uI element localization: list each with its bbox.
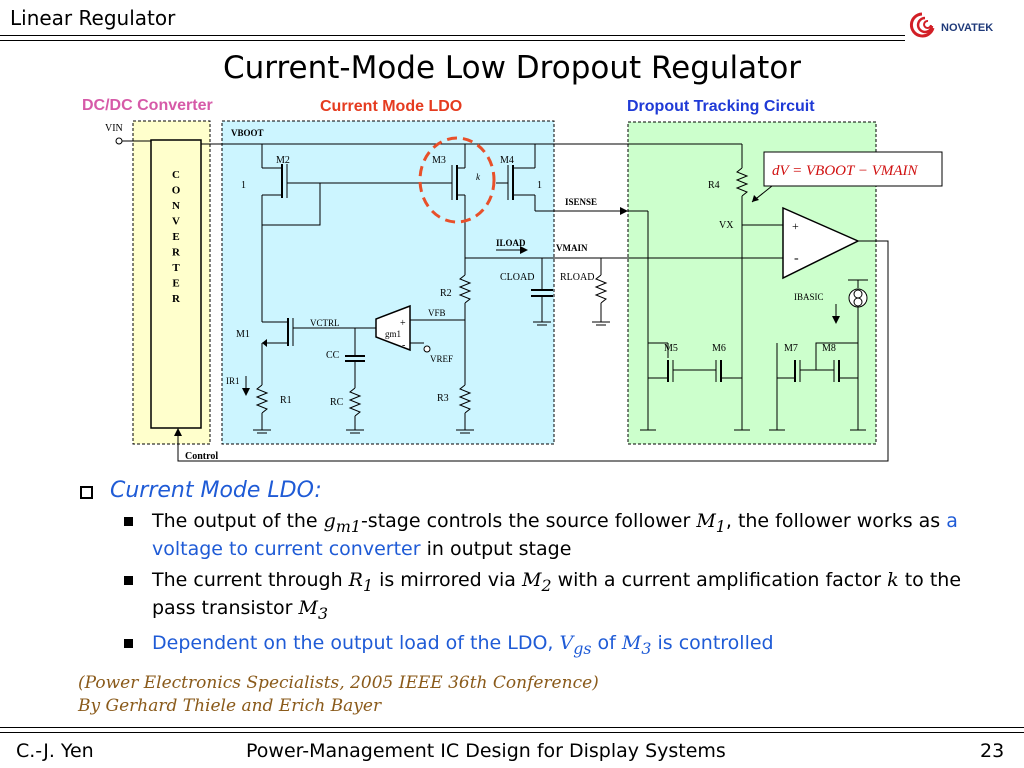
- converter-letter: V: [172, 216, 180, 228]
- bullet-icon: [124, 639, 133, 649]
- svg-text:+: +: [792, 219, 799, 233]
- m6-label: M6: [712, 343, 726, 354]
- vx-label: VX: [719, 220, 734, 231]
- m3-label: M3: [432, 155, 446, 166]
- gm1-amplifier: [375, 304, 411, 352]
- bullet-list: Current Mode LDO: The output of the gm1-…: [74, 478, 974, 668]
- block-title-dropout: Dropout Tracking Circuit: [627, 98, 815, 115]
- m2-label: M2: [276, 155, 290, 166]
- m1-label: M1: [236, 329, 250, 340]
- r3-label: R3: [437, 393, 449, 404]
- vref-label: VREF: [430, 354, 453, 364]
- svg-text:-: -: [794, 251, 799, 266]
- converter-letter: R: [172, 247, 181, 259]
- slide-title: Current-Mode Low Dropout Regulator: [222, 50, 802, 86]
- vmain-label: VMAIN: [556, 243, 588, 253]
- m7-label: M7: [784, 343, 798, 354]
- comparator: [782, 206, 860, 280]
- bullet-icon: [124, 575, 133, 585]
- block-title-ldo: Current Mode LDO: [320, 98, 462, 115]
- converter-letter: E: [172, 278, 179, 290]
- r2-label: R2: [440, 288, 452, 299]
- isense-label: ISENSE: [565, 197, 597, 207]
- m8-label: M8: [822, 343, 836, 354]
- logo-swirl-icon: [909, 12, 935, 38]
- bullet-heading: Current Mode LDO:: [74, 478, 974, 510]
- ir1-label: IR1: [226, 376, 240, 386]
- vboot-label: VBOOT: [231, 128, 264, 138]
- control-label: Control: [185, 451, 218, 462]
- svg-text:-: -: [402, 340, 405, 351]
- converter-letter: N: [172, 200, 180, 212]
- bullet-icon: [124, 517, 133, 526]
- rc-label: RC: [330, 397, 344, 408]
- m4-label: M4: [500, 155, 514, 166]
- cload-label: CLOAD: [500, 272, 534, 283]
- iload-label: ILOAD: [496, 238, 526, 248]
- gm1-label: gm1: [385, 329, 401, 339]
- footer-course: Power-Management IC Design for Display S…: [246, 740, 726, 762]
- section-header: Linear Regulator: [10, 6, 176, 30]
- vin-terminal: [115, 137, 123, 145]
- converter-letter: O: [172, 185, 181, 197]
- k-label: k: [476, 172, 481, 182]
- converter-letter: T: [172, 262, 180, 274]
- footer-page-number: 23: [980, 740, 1005, 762]
- vfb-label: VFB: [428, 308, 446, 318]
- converter-letter: C: [172, 169, 180, 181]
- reference-line-2: By Gerhard Thiele and Erich Bayer: [78, 696, 382, 716]
- converter-box: [150, 139, 202, 429]
- r4-label: R4: [708, 180, 720, 191]
- ldo-block: [221, 120, 555, 445]
- ratio-1-right: 1: [537, 180, 542, 191]
- footer-author: C.-J. Yen: [16, 740, 94, 762]
- reference-line-1: (Power Electronics Specialists, 2005 IEE…: [78, 673, 599, 693]
- converter-letter: R: [172, 293, 181, 305]
- novatek-logo: NOVATEK: [908, 10, 1008, 40]
- formula-box: [763, 151, 943, 187]
- header-rule: [0, 35, 905, 36]
- m3-highlight: [418, 136, 496, 224]
- bullet-square-icon: [80, 486, 93, 499]
- m5-label: M5: [664, 343, 678, 354]
- svg-text:+: +: [400, 318, 406, 329]
- footer-rule: [0, 727, 1024, 728]
- footer-rule-2: [0, 732, 1024, 733]
- vin-label: VIN: [105, 123, 123, 134]
- circuit-diagram: DC/DC Converter Current Mode LDO Dropout…: [82, 97, 943, 462]
- vref-terminal: [423, 345, 431, 353]
- bullet-item-2: The current through R1 is mirrored via M…: [74, 569, 974, 625]
- reference-citation: (Power Electronics Specialists, 2005 IEE…: [78, 672, 599, 718]
- r1-label: R1: [280, 395, 292, 406]
- bullet-item-3: Dependent on the output load of the LDO,…: [74, 632, 974, 660]
- bullet-item-1: The output of the gm1-stage controls the…: [74, 510, 974, 561]
- ibasic-label: IBASIC: [794, 292, 824, 302]
- logo-text: NOVATEK: [941, 22, 993, 34]
- ratio-1-left: 1: [241, 180, 246, 191]
- formula-text: dV = VBOOT − VMAIN: [772, 163, 919, 179]
- cc-label: CC: [326, 350, 340, 361]
- vctrl-label: VCTRL: [310, 318, 340, 328]
- converter-letter: E: [172, 231, 179, 243]
- header-rule-2: [0, 40, 905, 41]
- rload-label: RLOAD: [560, 272, 594, 283]
- block-title-dcdc: DC/DC Converter: [82, 97, 213, 114]
